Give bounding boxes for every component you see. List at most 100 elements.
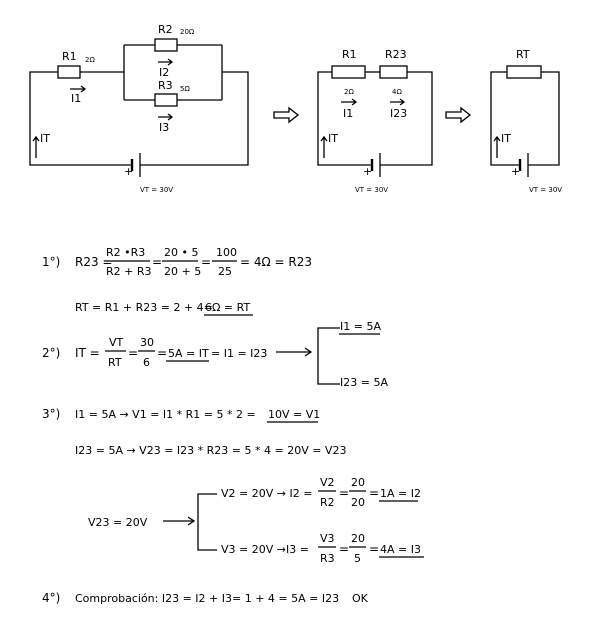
step-4: 4°) Comprobación: I23 = I2 + I3= 1 + 4 =… [42, 591, 369, 605]
circuit-3-wire [528, 71, 560, 166]
branch-bottom-lhs: V3 = 20V →I3 = [221, 543, 309, 556]
branch-top-lhs: V2 = 20V → I2 = [221, 487, 312, 500]
hollow-arrow-icon [445, 106, 472, 124]
fraction-denominator: 5 [354, 552, 361, 565]
label-r23: R23 [385, 48, 407, 61]
step-1-rt-result: 6Ω = RT [205, 301, 250, 314]
label-i2: I2 [159, 66, 169, 79]
fraction-denominator: 20 [351, 496, 365, 509]
label-vt: VT = 30V [529, 186, 562, 194]
branch-bracket [197, 493, 217, 551]
label-plus: + [124, 165, 133, 178]
step-3-v23: V23 = 20V [88, 516, 148, 529]
fraction-numerator: 30 [140, 336, 154, 349]
step-2-lhs: IT = [75, 346, 100, 360]
branch-top-result: 1A = I2 [380, 487, 421, 500]
label-it: IT [328, 132, 338, 145]
label-r1: R1 [62, 50, 77, 63]
step-1-rt-line: RT = R1 + R23 = 2 + 4= [75, 301, 213, 314]
resistor-r23 [379, 65, 408, 79]
arrow-icon [390, 98, 406, 106]
fraction-numerator: 20 [351, 532, 365, 545]
circuit-1: R1 2Ω R2 20Ω R3 5Ω I1 I2 I3 IT + VT = 30… [29, 23, 249, 194]
fraction-numerator: R2 •R3 [106, 246, 145, 259]
fraction-numerator: V2 [320, 476, 335, 489]
fraction-numerator: VT [109, 336, 124, 349]
fraction-denominator: R2 + R3 [106, 265, 152, 278]
circuit-1-wire [140, 71, 249, 166]
arrow-icon [163, 516, 196, 526]
resistor-r1 [57, 65, 81, 79]
branch-bottom: I23 = 5A [340, 376, 388, 389]
fraction-denominator: 6 [143, 356, 150, 369]
step-4-text: Comprobación: I23 = I2 + I3= 1 + 4 = 5A … [75, 592, 339, 605]
step-3-line2: I23 = 5A → V23 = I23 * R23 = 5 * 4 = 20V… [75, 444, 346, 457]
arrow-icon [158, 113, 174, 121]
circuit-2-wire [380, 71, 433, 166]
arrow-icon [32, 135, 40, 158]
label-i3: I3 [159, 121, 169, 134]
fraction-denominator: R2 [320, 496, 335, 509]
circuit-3: RT IT + VT = 30V [490, 48, 562, 194]
label-it: IT [40, 132, 50, 145]
fraction-denominator: RT [108, 356, 122, 369]
equals-sign: = [152, 255, 162, 269]
step-3-line1-result: 10V = V1 [268, 408, 320, 421]
arrow-icon [493, 135, 501, 158]
label-r1-value: 2Ω [344, 88, 354, 96]
step-1: 1°) R23 = R2 •R3 R2 + R3 = 20 • 5 20 + 5… [42, 246, 312, 316]
arrow-icon [320, 135, 328, 158]
step-number: 2°) [42, 346, 60, 360]
equals-sign: = [339, 542, 349, 556]
equals-sign: = [201, 255, 211, 269]
step-2: 2°) IT = VT RT = 30 6 = 5A = IT = I1 = I… [42, 320, 388, 389]
fraction-numerator: 20 • 5 [164, 246, 198, 259]
step-number: 4°) [42, 591, 60, 605]
arrow-icon [158, 58, 174, 66]
equals-sign: = [339, 486, 349, 500]
step-number: 1°) [42, 255, 60, 269]
label-r2: R2 [158, 23, 173, 36]
step-1-tail: = 4Ω = R23 [240, 255, 312, 269]
resistor-r1 [331, 65, 366, 79]
circuit-1-wire [29, 71, 132, 166]
circuit-2: R1 R23 2Ω 4Ω I1 I23 IT + VT = 30V [317, 48, 433, 194]
resistor-r3 [154, 93, 178, 107]
fraction-denominator: 20 + 5 [164, 265, 201, 278]
step-2-tail: = I1 = I23 [211, 347, 267, 360]
label-it: IT [501, 132, 511, 145]
fraction-denominator: 25 [218, 265, 232, 278]
label-r1-value: 2Ω [85, 56, 95, 64]
label-plus: + [511, 165, 520, 178]
label-i1: I1 [343, 107, 353, 120]
arrow-icon [276, 347, 313, 357]
equals-sign: = [157, 346, 167, 360]
step-4-ok: OK [352, 592, 369, 605]
label-r2-value: 20Ω [180, 28, 195, 36]
label-i23: I23 [390, 107, 407, 120]
resistor-rt [506, 65, 542, 79]
fraction-numerator: 20 [351, 476, 365, 489]
step-1-lhs: R23 = [75, 255, 112, 269]
step-number: 3°) [42, 407, 60, 421]
label-r3-value: 5Ω [180, 85, 190, 93]
branch-bottom-result: 4A = I3 [380, 543, 421, 556]
branch-top: I1 = 5A [340, 320, 381, 333]
arrow-icon [341, 98, 358, 106]
equals-sign: = [369, 542, 379, 556]
label-vt: VT = 30V [355, 186, 388, 194]
fraction-denominator: R3 [320, 552, 335, 565]
step-2-result: 5A = IT [168, 347, 209, 360]
label-i1: I1 [71, 92, 81, 105]
branch-bracket [317, 327, 340, 385]
fraction-numerator: V3 [320, 532, 335, 545]
label-rt: RT [516, 48, 530, 61]
hollow-arrow-icon [273, 106, 300, 124]
label-r1: R1 [342, 48, 357, 61]
fraction-numerator: 100 [216, 246, 237, 259]
step-3-line1: I1 = 5A → V1 = I1 * R1 = 5 * 2 = [75, 408, 256, 421]
label-vt: VT = 30V [140, 186, 173, 194]
label-plus: + [363, 165, 372, 178]
arrow-icon [70, 85, 87, 93]
